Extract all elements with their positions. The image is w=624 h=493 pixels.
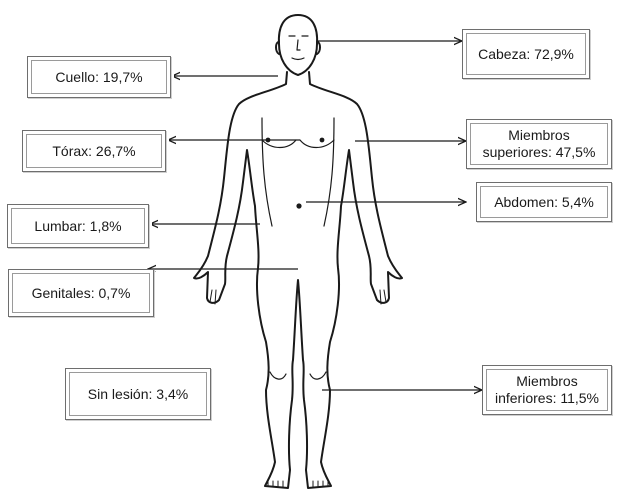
- label-sin-lesion: Sin lesión: 3,4%: [65, 368, 211, 420]
- label-torax-text: Tórax: 26,7%: [48, 143, 139, 160]
- label-torax: Tórax: 26,7%: [22, 130, 166, 172]
- human-body-outline: [194, 15, 402, 488]
- label-cabeza: Cabeza: 72,9%: [462, 29, 590, 79]
- label-miembros-inferiores: Miembros inferiores: 11,5%: [482, 365, 612, 415]
- label-cabeza-text: Cabeza: 72,9%: [474, 46, 578, 63]
- torso-arms-outline: [194, 72, 402, 488]
- label-genitales-text: Genitales: 0,7%: [28, 285, 135, 302]
- label-genitales: Genitales: 0,7%: [8, 269, 154, 317]
- label-miembros-inferiores-line1: Miembros: [512, 373, 581, 390]
- label-miembros-superiores-line1: Miembros: [504, 127, 573, 144]
- label-lumbar: Lumbar: 1,8%: [7, 204, 149, 248]
- navel-dot: [296, 203, 301, 208]
- connector-lines: [148, 41, 482, 390]
- label-cuello-text: Cuello: 19,7%: [51, 69, 146, 86]
- label-abdomen-text: Abdomen: 5,4%: [490, 194, 598, 211]
- label-miembros-superiores: Miembros superiores: 47,5%: [466, 119, 612, 169]
- label-miembros-superiores-line2: superiores: 47,5%: [479, 144, 600, 161]
- label-miembros-inferiores-line2: inferiores: 11,5%: [491, 390, 603, 407]
- chest-dot: [320, 138, 325, 143]
- label-cuello: Cuello: 19,7%: [27, 56, 171, 98]
- label-lumbar-text: Lumbar: 1,8%: [30, 218, 125, 235]
- label-abdomen: Abdomen: 5,4%: [476, 182, 612, 222]
- label-sin-lesion-text: Sin lesión: 3,4%: [84, 386, 192, 403]
